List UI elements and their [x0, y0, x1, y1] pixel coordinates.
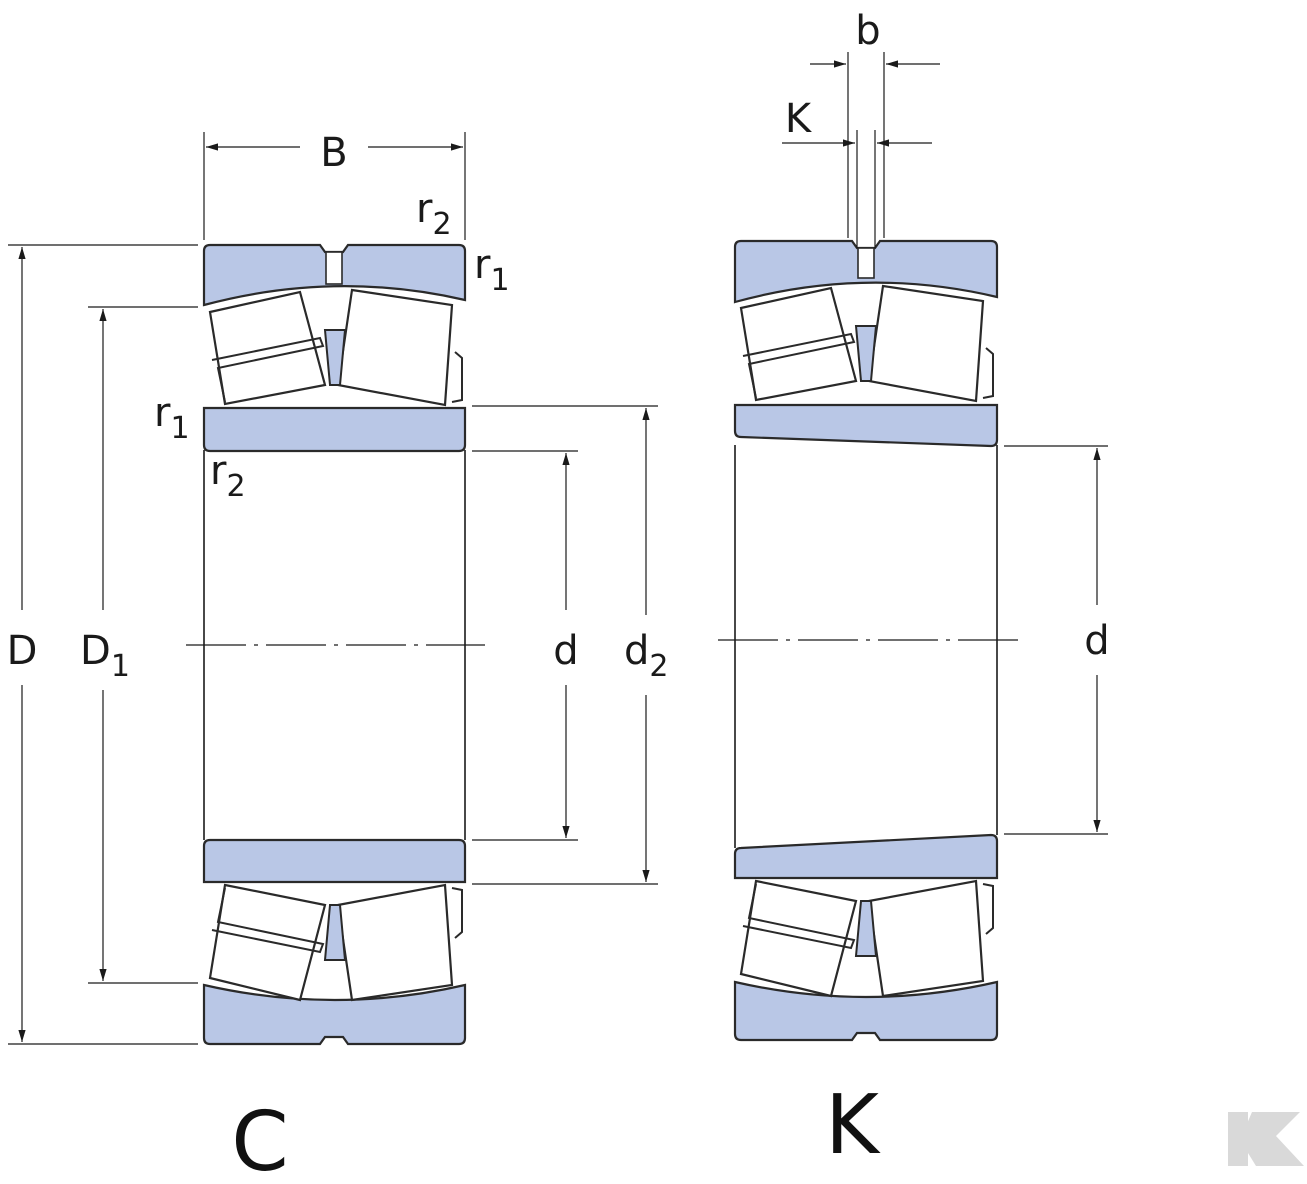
variant-label-c: C [231, 1095, 288, 1184]
label-D1-sub: 1 [111, 649, 130, 684]
lube-hole-c [325, 251, 343, 285]
roller-right-bottom-c [336, 883, 454, 1002]
variant-label-k: K [825, 1078, 881, 1173]
label-d2-main: d [624, 628, 649, 674]
bearing-k-top-section [733, 239, 999, 448]
dimension-labels: B b K D D1 d d2 d r2 r1 r1 r2 [7, 8, 1110, 684]
label-r1-top: r1 [474, 242, 510, 298]
cage-bottom-c [211, 887, 325, 954]
label-b: b [855, 8, 880, 54]
cage-right-top-k [982, 347, 994, 399]
cage-top-k [742, 332, 856, 399]
inner-ring-top-k [733, 403, 999, 448]
bearing-k-bottom-section [733, 833, 999, 1042]
outer-ring-bottom-k [733, 980, 999, 1042]
guide-ring-bottom-k [854, 900, 878, 957]
roller-right-top-c [336, 288, 454, 407]
label-r1-top-main: r [474, 242, 491, 288]
label-B: B [320, 130, 347, 176]
guide-ring-top-k [854, 325, 878, 382]
label-r2-left: r2 [210, 448, 246, 504]
label-D1: D1 [80, 628, 130, 684]
label-r1-left: r1 [154, 390, 190, 446]
label-r1-top-sub: 1 [490, 263, 509, 298]
variant-labels: C K [231, 1078, 881, 1184]
label-r2-top-main: r [416, 186, 433, 232]
roller-left-bottom-c [208, 883, 327, 1002]
label-r2-top-sub: 2 [432, 207, 451, 242]
cage-right-top-c [451, 351, 463, 403]
label-r1-left-sub: 1 [170, 411, 189, 446]
roller-right-bottom-k [867, 879, 985, 998]
label-D: D [7, 628, 38, 674]
bearing-k [718, 239, 1018, 1042]
bearing-c-bottom-section [202, 838, 467, 1046]
lube-hole-k [857, 247, 875, 279]
guide-ring-bottom-c [323, 904, 347, 961]
bearing-c-top-section [202, 243, 467, 453]
inner-ring-top-c [202, 406, 467, 453]
label-d2: d2 [624, 628, 668, 684]
bearing-c [186, 243, 485, 1046]
label-r1-left-main: r [154, 390, 171, 436]
cage-right-bottom-c [451, 887, 463, 939]
label-d2-sub: 2 [649, 649, 668, 684]
label-r2-top: r2 [416, 186, 452, 242]
outer-ring-bottom-c [202, 983, 467, 1046]
cage-bottom-k [742, 883, 856, 950]
roller-right-top-k [867, 284, 985, 403]
dimensions [8, 52, 1108, 1045]
label-d-k: d [1084, 618, 1109, 664]
label-K-dim: K [785, 96, 813, 142]
label-d-c: d [553, 628, 578, 674]
guide-ring-top-c [323, 329, 347, 386]
watermark-logo [1228, 1112, 1304, 1166]
roller-left-bottom-k [739, 879, 858, 998]
label-D1-main: D [80, 628, 111, 674]
inner-ring-bottom-k [733, 833, 999, 880]
cage-right-bottom-k [982, 883, 994, 935]
label-r2-left-sub: 2 [226, 469, 245, 504]
cage-top-c [211, 336, 325, 403]
inner-ring-bottom-c [202, 838, 467, 884]
label-r2-left-main: r [210, 448, 227, 494]
